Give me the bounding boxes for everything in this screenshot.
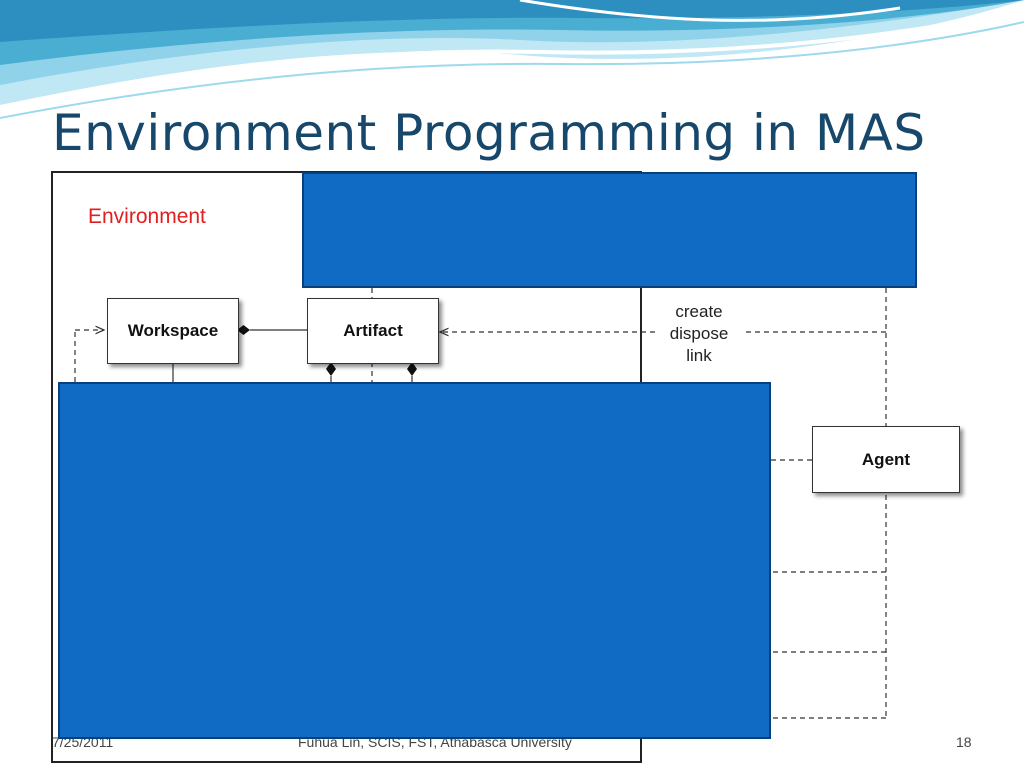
operation-create: create (675, 302, 723, 321)
operation-dispose: dispose (669, 324, 729, 343)
agent-label: Agent (861, 449, 911, 469)
main-cover-box (58, 382, 771, 739)
operation-link: link (686, 346, 712, 365)
artifact-label: Artifact (343, 321, 403, 340)
artifact-class-box: Artifact (307, 298, 439, 364)
page-number: 18 (956, 734, 972, 750)
workspace-label: Workspace (127, 321, 219, 340)
top-cover-box (302, 172, 917, 288)
header-wave-decoration (0, 0, 1024, 119)
slide-title: Environment Programming in MAS (52, 104, 926, 162)
environment-label: Environment (88, 205, 206, 228)
workspace-class-box: Workspace (107, 298, 239, 364)
agent-class-box: Agent (812, 426, 960, 493)
artifact-operations-label: create dispose link (655, 301, 743, 367)
